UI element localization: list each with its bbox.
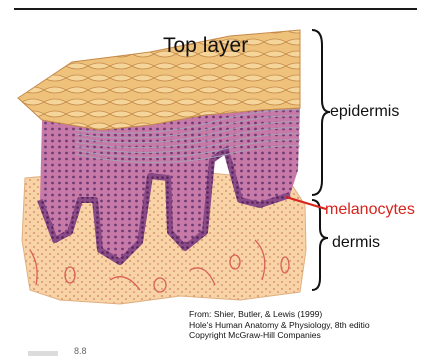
page-fragment: 8.8 bbox=[74, 346, 87, 356]
source-credit: From: Shier, Butler, & Lewis (1999) Hole… bbox=[189, 309, 370, 341]
credit-line-2: Hole's Human Anatomy & Physiology, 8th e… bbox=[189, 320, 370, 331]
top-layer-label: Top layer bbox=[163, 34, 248, 58]
credit-line-3: Copyright McGraw-Hill Companies bbox=[189, 330, 370, 341]
epidermis-label: epidermis bbox=[330, 103, 399, 121]
epidermis-brace bbox=[312, 30, 330, 195]
dermis-label: dermis bbox=[332, 234, 380, 252]
melanocytes-label: melanocytes bbox=[325, 201, 415, 219]
scan-smudge bbox=[28, 351, 58, 356]
credit-line-1: From: Shier, Butler, & Lewis (1999) bbox=[189, 309, 370, 320]
